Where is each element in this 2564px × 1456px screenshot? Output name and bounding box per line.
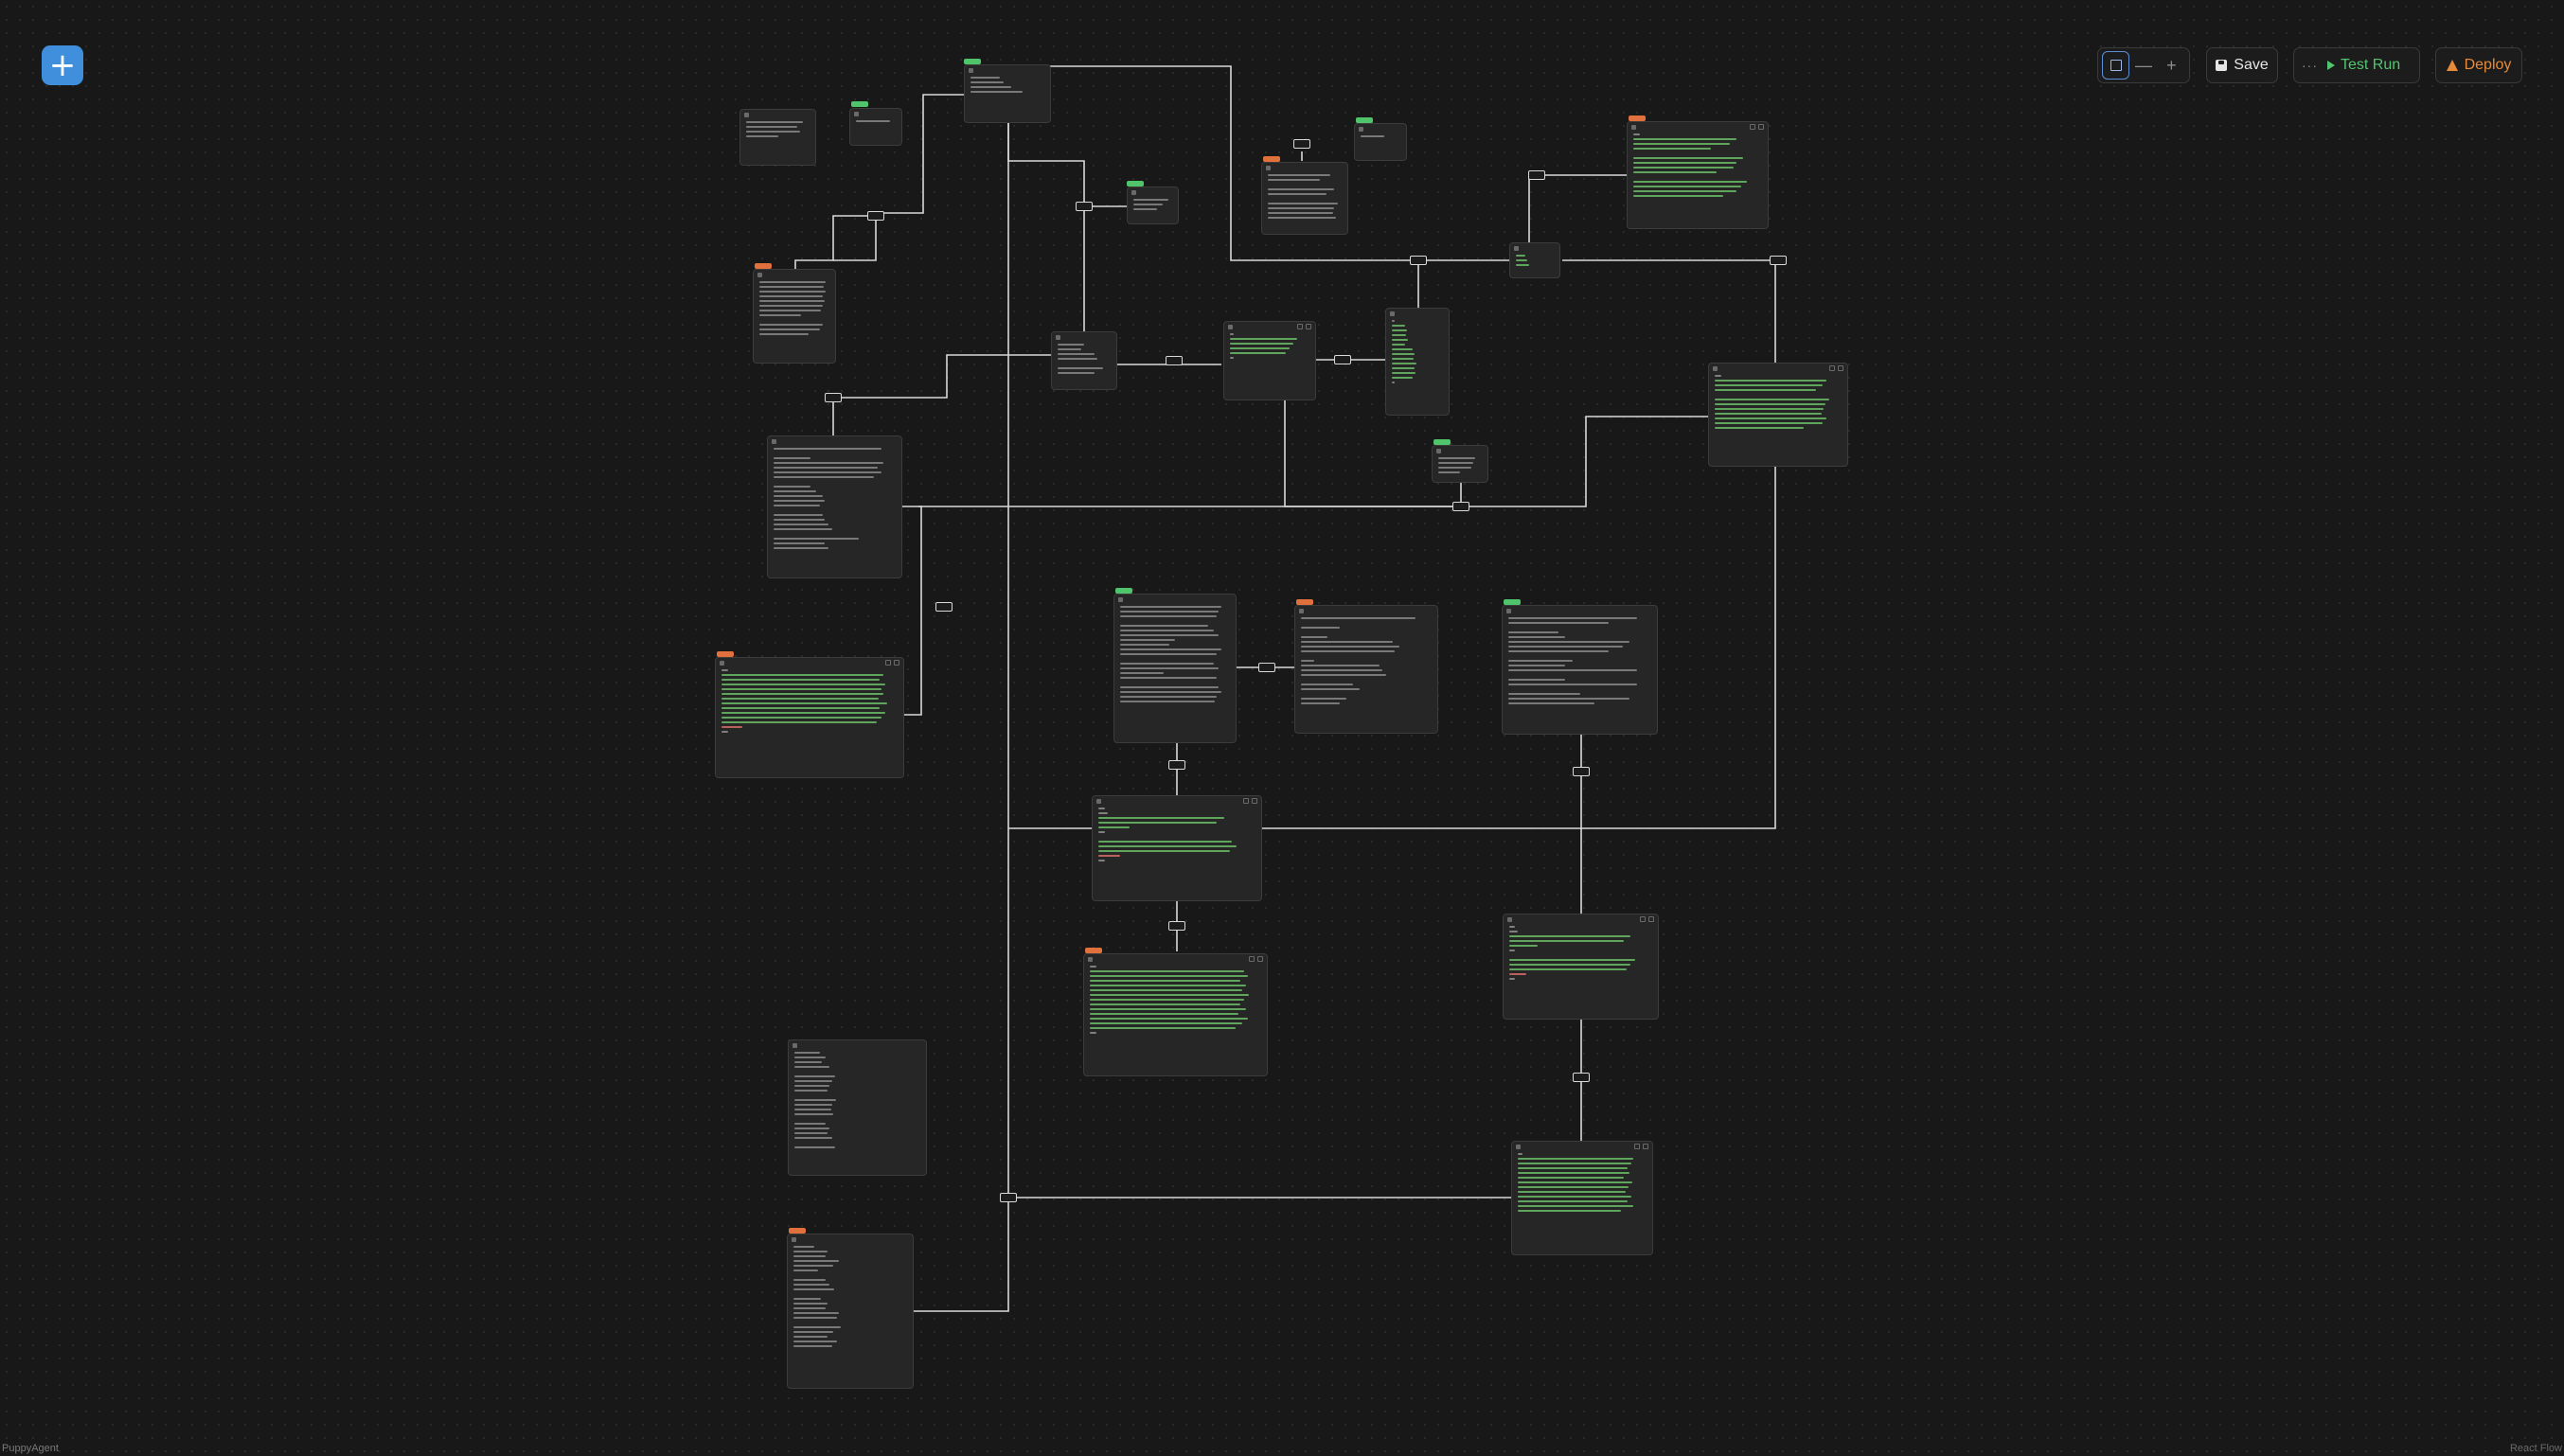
edge-junction[interactable] bbox=[1076, 202, 1093, 211]
prompt-node[interactable] bbox=[787, 1234, 914, 1389]
brand-name: PuppyAgent bbox=[2, 1443, 59, 1454]
edge-junction[interactable] bbox=[1168, 921, 1185, 931]
list-node[interactable] bbox=[1509, 242, 1560, 278]
add-node-button[interactable]: + bbox=[42, 45, 83, 85]
structured-output-node[interactable] bbox=[1708, 363, 1848, 467]
edge bbox=[1284, 398, 1709, 507]
prompt-node[interactable] bbox=[1502, 605, 1658, 735]
node-type-badge bbox=[789, 1228, 806, 1234]
text-block-node[interactable] bbox=[788, 1039, 927, 1176]
prompt-node[interactable] bbox=[767, 435, 902, 578]
text-block-node[interactable] bbox=[1354, 123, 1407, 161]
list-node[interactable] bbox=[1385, 308, 1450, 416]
prompt-node[interactable] bbox=[1261, 162, 1348, 235]
node-type-badge bbox=[1085, 948, 1102, 953]
zoom-out-icon: — bbox=[2135, 55, 2153, 75]
save-label: Save bbox=[2234, 57, 2269, 73]
test-run-button[interactable]: Test Run bbox=[2327, 57, 2400, 74]
edge-junction[interactable] bbox=[1573, 767, 1590, 776]
structured-output-node[interactable] bbox=[1503, 914, 1659, 1020]
test-run-label: Test Run bbox=[2341, 57, 2401, 73]
text-block-node[interactable] bbox=[849, 108, 902, 146]
edge-junction[interactable] bbox=[1168, 760, 1185, 770]
fit-view-button[interactable] bbox=[2102, 51, 2130, 80]
edge bbox=[1006, 65, 1416, 261]
node-type-badge bbox=[1504, 599, 1521, 605]
edge-junction[interactable] bbox=[1452, 502, 1469, 511]
edge-junction[interactable] bbox=[1000, 1193, 1017, 1202]
zoom-in-button[interactable]: + bbox=[2158, 51, 2185, 80]
structured-output-node[interactable] bbox=[1092, 795, 1262, 901]
node-type-badge bbox=[755, 263, 772, 269]
edge bbox=[904, 506, 922, 716]
node-type-badge bbox=[1433, 439, 1451, 445]
prompt-node[interactable] bbox=[1294, 605, 1438, 734]
edge-junction[interactable] bbox=[867, 211, 884, 221]
edge-junction[interactable] bbox=[1334, 355, 1351, 364]
node-type-badge bbox=[1263, 156, 1280, 162]
edge-junction[interactable] bbox=[1528, 170, 1545, 180]
text-block-node[interactable] bbox=[739, 109, 816, 166]
zoom-controls: — + bbox=[2097, 47, 2190, 83]
more-icon[interactable]: ··· bbox=[2302, 58, 2318, 73]
edge-junction[interactable] bbox=[825, 393, 842, 402]
edge-junction[interactable] bbox=[1258, 663, 1275, 672]
edge bbox=[794, 215, 876, 270]
node-type-badge bbox=[851, 101, 868, 107]
edge-junction[interactable] bbox=[1770, 256, 1787, 265]
node-type-badge bbox=[964, 59, 981, 64]
node-type-badge bbox=[1127, 181, 1144, 186]
rocket-icon bbox=[2446, 60, 2458, 71]
structured-output-node[interactable] bbox=[1511, 1141, 1653, 1255]
edge-junction[interactable] bbox=[1293, 139, 1310, 149]
edge bbox=[1528, 174, 1629, 246]
text-block-node[interactable] bbox=[1127, 186, 1179, 224]
run-controls: ··· Test Run bbox=[2293, 47, 2420, 83]
text-block-node[interactable] bbox=[964, 64, 1051, 123]
node-type-badge bbox=[1629, 115, 1646, 121]
structured-output-node[interactable] bbox=[1627, 121, 1769, 229]
prompt-node[interactable] bbox=[753, 269, 836, 364]
fit-view-icon bbox=[2110, 60, 2122, 71]
node-type-badge bbox=[1296, 599, 1313, 605]
zoom-in-icon: + bbox=[2166, 55, 2177, 75]
add-icon: + bbox=[48, 46, 77, 84]
edge bbox=[832, 354, 1062, 435]
play-icon bbox=[2327, 61, 2335, 70]
save-button[interactable]: Save bbox=[2206, 47, 2278, 83]
zoom-out-button[interactable]: — bbox=[2129, 51, 2157, 80]
edge bbox=[914, 1197, 1512, 1312]
node-type-badge bbox=[1115, 588, 1132, 594]
node-type-badge bbox=[717, 651, 734, 657]
prompt-node[interactable] bbox=[1113, 594, 1237, 743]
edge-junction[interactable] bbox=[1166, 356, 1183, 365]
structured-output-node[interactable] bbox=[715, 657, 904, 778]
save-disk-icon bbox=[2216, 60, 2228, 71]
edge bbox=[1007, 123, 1085, 331]
deploy-label: Deploy bbox=[2464, 57, 2512, 73]
structured-output-node[interactable] bbox=[1083, 953, 1268, 1076]
text-block-node[interactable] bbox=[1432, 445, 1488, 483]
edge bbox=[1562, 259, 1776, 364]
text-block-node[interactable] bbox=[1051, 331, 1117, 390]
structured-output-node[interactable] bbox=[1223, 321, 1316, 400]
edge-junction[interactable] bbox=[935, 602, 953, 612]
react-flow-attribution[interactable]: React Flow bbox=[2509, 1443, 2562, 1454]
edge-junction[interactable] bbox=[1573, 1073, 1590, 1082]
edge-junction[interactable] bbox=[1410, 256, 1427, 265]
deploy-button[interactable]: Deploy bbox=[2435, 47, 2522, 83]
node-type-badge bbox=[1356, 117, 1373, 123]
